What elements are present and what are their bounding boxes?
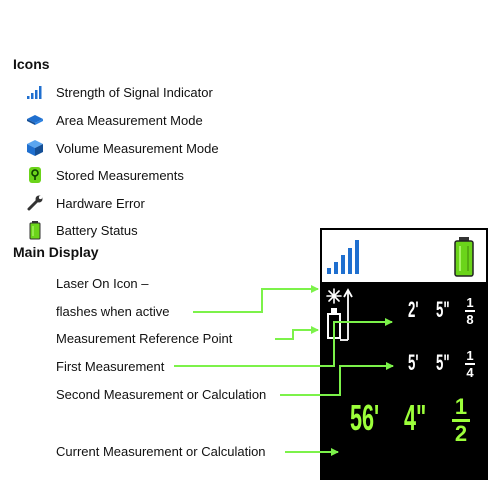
fraction-numerator: 1 xyxy=(466,348,474,363)
current-measurement-feet: 56' xyxy=(350,397,380,438)
legend-row-area: Area Measurement Mode xyxy=(24,110,203,130)
legend-row-signal: Strength of Signal Indicator xyxy=(24,82,213,102)
wrench-icon xyxy=(24,193,46,213)
display-battery-icon xyxy=(454,237,474,277)
display-signal-icon xyxy=(327,240,359,274)
leader-second xyxy=(280,362,394,396)
second-measurement-fraction: 1 4 xyxy=(465,349,475,379)
callout-first-measurement: First Measurement xyxy=(56,359,165,374)
reference-point-icon xyxy=(327,288,353,341)
first-measurement-inches: 5" xyxy=(436,297,450,322)
display-status-bar xyxy=(322,230,486,284)
leader-first xyxy=(174,318,393,367)
legend-label: Volume Measurement Mode xyxy=(56,140,219,156)
icons-section-title: Icons xyxy=(13,56,50,72)
legend-row-hardware: Hardware Error xyxy=(24,193,145,213)
callout-current-measurement: Current Measurement or Calculation xyxy=(56,444,266,459)
fraction-denominator: 4 xyxy=(466,365,474,380)
callout-laser-on: Laser On Icon – xyxy=(56,276,149,291)
callout-laser-flashes: flashes when active xyxy=(56,304,170,319)
first-measurement-feet: 2' xyxy=(408,297,419,322)
current-measurement-inches: 4" xyxy=(404,397,427,438)
second-measurement-feet: 5' xyxy=(408,350,419,375)
signal-strength-icon xyxy=(24,82,46,102)
legend-row-volume: Volume Measurement Mode xyxy=(24,138,219,158)
legend-label: Hardware Error xyxy=(56,195,145,211)
battery-icon xyxy=(24,220,46,240)
legend-label: Strength of Signal Indicator xyxy=(56,84,213,100)
area-mode-icon xyxy=(24,110,46,130)
fraction-numerator: 1 xyxy=(466,295,474,310)
legend-label: Area Measurement Mode xyxy=(56,112,203,128)
leader-laser xyxy=(193,285,319,313)
fraction-denominator: 8 xyxy=(466,312,474,327)
main-display-section-title: Main Display xyxy=(13,244,99,260)
fraction-denominator: 2 xyxy=(454,421,468,446)
volume-mode-icon xyxy=(24,138,46,158)
callout-second-measurement: Second Measurement or Calculation xyxy=(56,387,267,402)
callout-reference-point: Measurement Reference Point xyxy=(56,331,233,346)
second-measurement-inches: 5" xyxy=(436,350,450,375)
stored-measurements-icon xyxy=(24,165,46,185)
fraction-numerator: 1 xyxy=(454,394,468,419)
device-display: 2' 5" 1 8 5' 5" 1 4 56' 4" 1 2 xyxy=(320,228,488,480)
first-measurement-fraction: 1 8 xyxy=(465,296,475,326)
legend-label: Stored Measurements xyxy=(56,167,184,183)
legend-row-stored: Stored Measurements xyxy=(24,165,184,185)
laser-on-icon xyxy=(326,288,342,304)
legend-label: Battery Status xyxy=(56,222,138,238)
current-measurement-fraction: 1 2 xyxy=(452,396,470,445)
leader-reference xyxy=(275,326,319,340)
legend-row-battery: Battery Status xyxy=(24,220,138,240)
